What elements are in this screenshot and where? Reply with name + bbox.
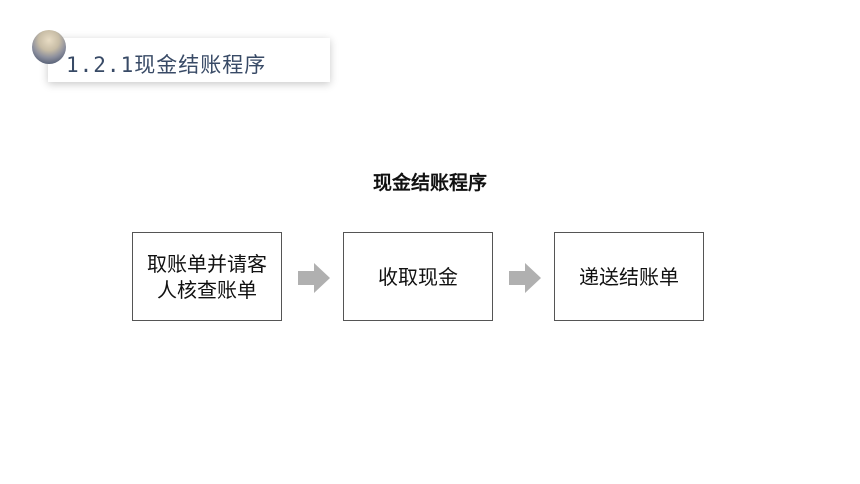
right-arrow-icon	[298, 263, 330, 293]
decorative-orb-icon	[32, 30, 66, 64]
section-header: 1.2.1现金结账程序	[30, 30, 330, 90]
step-label: 收取现金	[378, 264, 458, 289]
diagram-title: 现金结账程序	[372, 172, 487, 194]
section-title: 1.2.1现金结账程序	[66, 53, 267, 77]
right-arrow-icon	[509, 263, 541, 293]
step-label: 取账单并请客人核查账单	[147, 251, 267, 302]
step-deliver-receipt: 递送结账单	[554, 232, 704, 321]
step-collect-cash: 收取现金	[343, 232, 493, 321]
step-check-bill: 取账单并请客人核查账单	[132, 232, 282, 321]
step-label: 递送结账单	[579, 264, 679, 289]
section-header-card	[48, 38, 330, 82]
